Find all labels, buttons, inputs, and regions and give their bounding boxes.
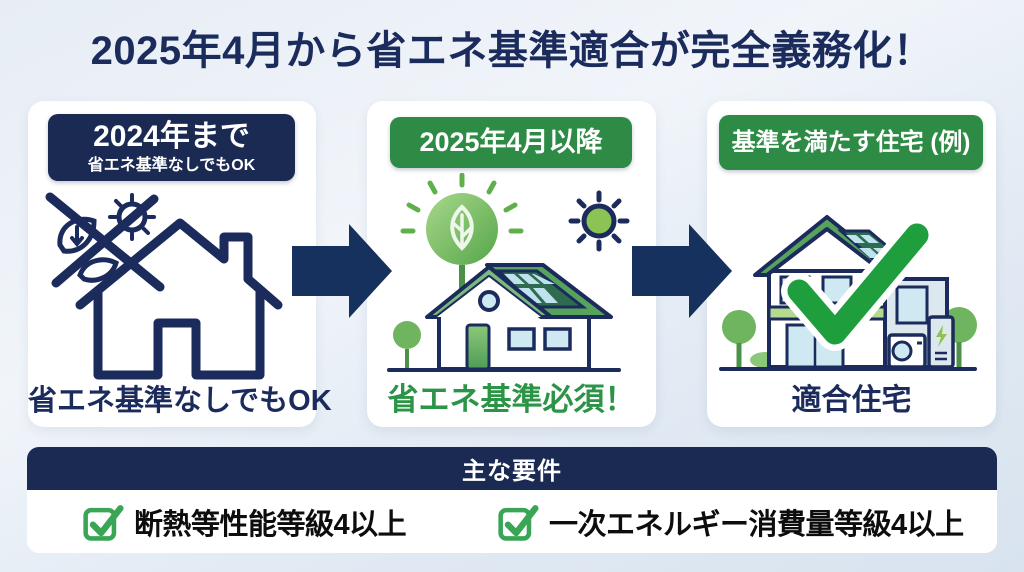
requirement-item: 断熱等性能等級4以上 [82,490,407,553]
sun-icon [568,190,630,252]
caption-after: 省エネ基準必須！ [387,382,636,417]
panel-after-april-2025: 2025年4月以降 [367,101,656,427]
requirement-label: 断熱等性能等級4以上 [134,508,407,541]
requirement-item: 一次エネルギー消費量等級4以上 [497,490,964,553]
badge-example: 基準を満たす住宅 (例) [719,115,983,170]
checkbox-checked-icon [83,504,124,541]
requirement-label: 一次エネルギー消費量等級4以上 [549,508,964,541]
caption-example: 適合住宅 [791,384,912,417]
caption-before: 省エネ基準なしでもOK [28,385,332,417]
big-checkmark-icon [781,217,935,351]
solar-house-icon [387,173,630,372]
solar-house [425,263,613,371]
page-title: 2025年4月から省エネ基準適合が完全義務化！ [90,29,934,73]
requirements-body: 断熱等性能等級4以上 一次エネルギー消費量等級4以上 [27,490,997,553]
arrow-right-icon [632,224,732,318]
panel-before-2024: 2024年まで 省エネ基準なしでもOK [28,101,332,427]
requirements-header-label: 主な要件 [462,458,562,485]
badge-2024: 2024年まで 省エネ基準なしでもOK [48,114,295,181]
house-outline-icon [45,192,283,380]
no-energy-icon [45,192,165,292]
badge-2025-title: 2025年4月以降 [419,126,603,157]
badge-2024-subtitle: 省エネ基準なしでもOK [87,156,256,174]
ac-unit-icon [887,333,927,369]
checkbox-checked-icon [498,504,539,541]
battery-icon [927,315,955,369]
badge-example-title: 基準を満たす住宅 (例) [731,128,971,156]
compliant-house-icon [719,215,977,371]
requirements-header: 主な要件 [27,447,997,490]
arrow-right-icon [292,224,392,318]
badge-2024-title: 2024年まで [93,120,250,154]
panel-compliant-example: 基準を満たす住宅 (例) [707,101,996,427]
badge-2025: 2025年4月以降 [390,117,632,168]
